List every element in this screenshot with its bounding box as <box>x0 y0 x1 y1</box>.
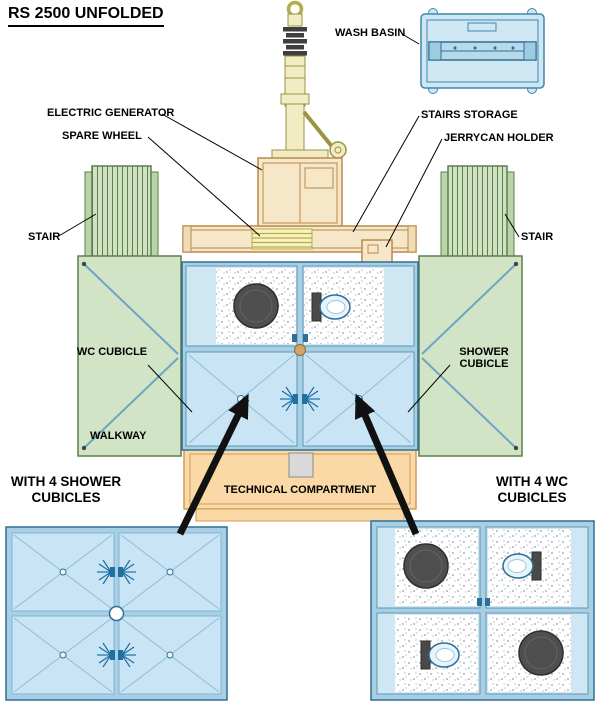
stair-left-leader <box>56 213 97 238</box>
arrow-shower-variant <box>176 393 250 536</box>
cubicle-block <box>181 261 419 451</box>
label-wc-cubicle: WC CUBICLE <box>76 346 148 358</box>
label-electric-generator: ELECTRIC GENERATOR <box>47 107 175 119</box>
label-stair-left: STAIR <box>28 231 61 243</box>
wc-fixture-disc <box>518 630 564 676</box>
stair-right-drum <box>440 165 515 261</box>
label-variant-4-shower: WITH 4 SHOWER CUBICLES <box>10 474 122 505</box>
tow-bar <box>271 0 347 159</box>
toilet <box>311 292 351 322</box>
arrow-wc-variant <box>354 393 420 536</box>
wc-cubicle-leader <box>147 364 193 413</box>
label-jerrycan-holder: JERRYCAN HOLDER <box>444 132 554 144</box>
stair-left-drum <box>84 165 159 261</box>
label-wash-basin: WASH BASIN <box>335 27 406 39</box>
electric-generator-leader <box>161 113 263 171</box>
wc-fixture-disc <box>403 543 449 589</box>
label-spare-wheel: SPARE WHEEL <box>62 130 142 142</box>
toilet <box>420 640 460 670</box>
stair-right-leader <box>504 213 520 238</box>
electric-generator-box <box>257 157 343 229</box>
shower-cubicle-leader <box>407 364 451 413</box>
leader-lines <box>56 33 520 413</box>
stairs-storage-leader <box>352 115 420 233</box>
variant-4-wc-diagram <box>370 520 595 701</box>
walkway-panel-left <box>77 255 182 457</box>
label-walkway: WALKWAY <box>90 430 147 442</box>
chassis-frame <box>182 225 417 268</box>
page-title: RS 2500 UNFOLDED <box>8 5 164 27</box>
roof-vent <box>294 344 306 356</box>
variant-4-shower-diagram <box>5 526 228 701</box>
label-stair-right: STAIR <box>521 231 554 243</box>
wash-basin-leader <box>401 33 420 45</box>
spare-wheel-leader <box>147 136 261 237</box>
walkway-panel-right <box>418 255 523 457</box>
variant-arrows <box>176 393 420 536</box>
central-drain <box>108 605 125 622</box>
toilet <box>502 551 542 581</box>
label-stairs-storage: STAIRS STORAGE <box>421 109 518 121</box>
label-shower-cubicle: SHOWER CUBICLE <box>459 346 509 370</box>
spare-wheel <box>251 228 313 250</box>
technical-compartment-box <box>183 448 417 522</box>
wc-fixture-disc <box>233 283 279 329</box>
wash-basin-unit <box>420 8 545 94</box>
jerrycan-holder-leader <box>385 138 443 248</box>
label-variant-4-wc: WITH 4 WC CUBICLES <box>496 474 568 505</box>
label-technical-compartment: TECHNICAL COMPARTMENT <box>223 484 377 496</box>
